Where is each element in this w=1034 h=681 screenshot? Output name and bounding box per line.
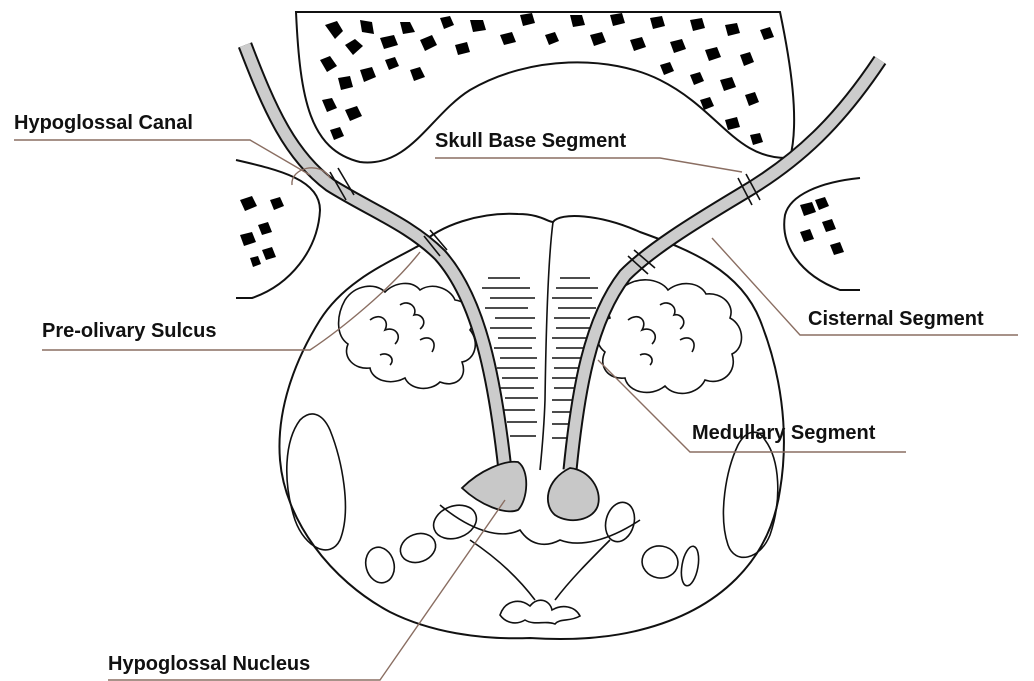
left-occipital-condyle	[236, 160, 320, 298]
label-hypoglossal-nucleus: Hypoglossal Nucleus	[108, 653, 310, 675]
label-skull-base-segment: Skull Base Segment	[435, 130, 626, 152]
label-cisternal-segment: Cisternal Segment	[808, 308, 984, 330]
label-medullary-segment: Medullary Segment	[692, 422, 875, 444]
right-occipital-condyle	[784, 178, 860, 290]
label-hypoglossal-canal: Hypoglossal Canal	[14, 112, 193, 134]
label-pre-olivary-sulcus: Pre-olivary Sulcus	[42, 320, 217, 342]
